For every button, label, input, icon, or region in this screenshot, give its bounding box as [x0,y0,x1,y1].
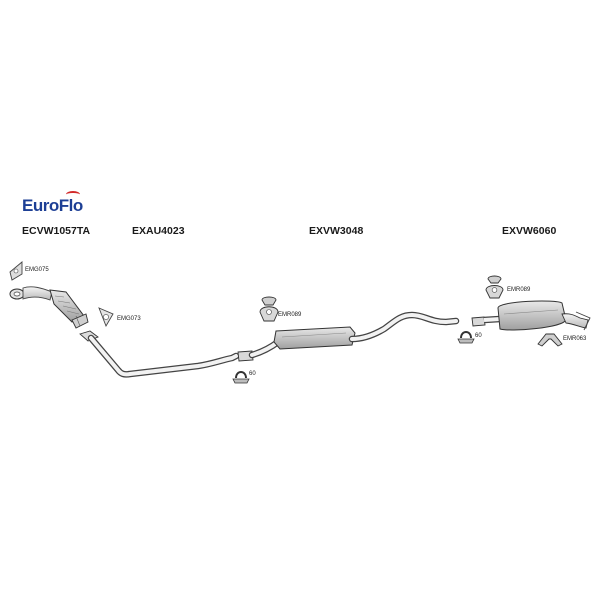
section-code-catalyst[interactable]: ECVW1057TA [22,225,91,237]
fitting-label-clamp-mid: 60 [249,371,256,377]
mount-mid-icon[interactable] [259,296,279,322]
section-code-front-pipe[interactable]: EXAU4023 [132,225,185,237]
fitting-label-bracket-rear: EMR063 [563,336,587,342]
brand-logo-part1: Euro [22,196,59,215]
logo-swoosh-icon [66,191,80,198]
center-box-part[interactable] [248,311,460,359]
section-code-center-box[interactable]: EXVW3048 [309,225,364,237]
clamp-rear-icon[interactable] [457,331,475,344]
fitting-label-gasket-ring: EMG073 [117,316,141,322]
mount-rear-icon[interactable] [485,275,504,299]
rear-box-part[interactable] [471,300,591,331]
fitting-label-gasket-top: EMG075 [25,267,49,273]
brand-logo-part2: Flo [58,196,84,215]
catalyst-part[interactable] [9,286,89,329]
fitting-label-clamp-rear: 60 [475,333,482,339]
fitting-label-mount-rear: EMR089 [507,287,531,293]
fitting-label-mount-mid: EMR089 [278,312,302,318]
bracket-rear-icon[interactable] [537,333,563,347]
clamp-mid-icon[interactable] [232,371,250,384]
gasket-top-icon[interactable] [9,261,23,281]
gasket-ring-icon[interactable] [98,307,114,328]
section-code-rear-box[interactable]: EXVW6060 [502,225,557,237]
front-pipe-part[interactable] [79,330,254,378]
brand-logo: EuroFlo [22,191,84,216]
